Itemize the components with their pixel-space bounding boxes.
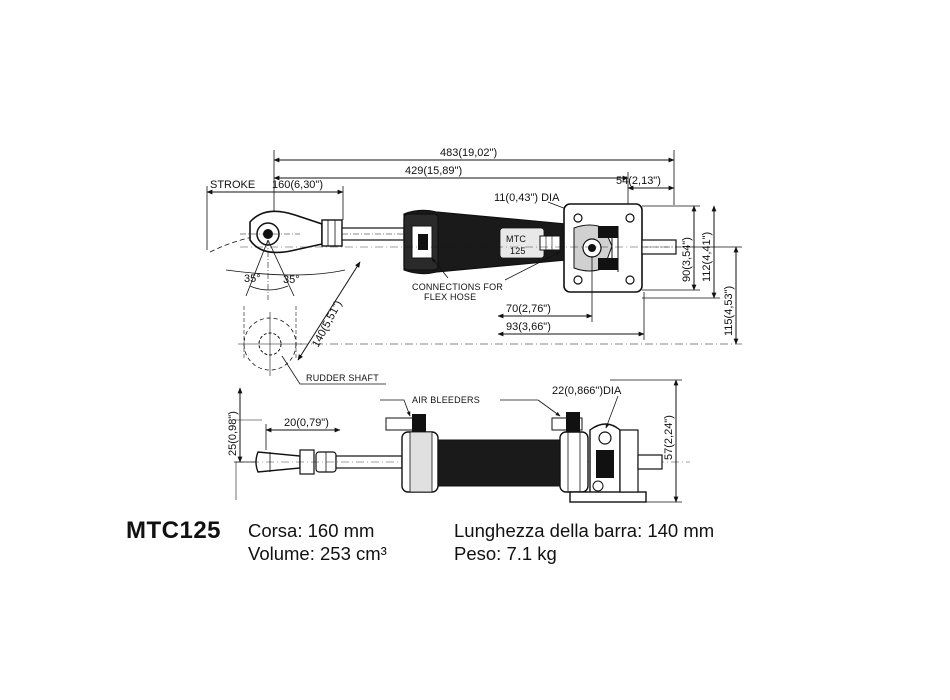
tiller-eye — [240, 210, 323, 254]
dim-70: 70(2,76") — [497, 256, 593, 322]
dim-93-text: 93(3,66") — [506, 321, 551, 333]
connections-label-2: FLEX HOSE — [424, 292, 476, 302]
cylinder-side — [385, 412, 589, 493]
stroke-label: STROKE — [210, 179, 255, 191]
dim-90-text: 90(3,54") — [681, 237, 693, 282]
spec-corsa: Corsa: 160 mm — [248, 520, 375, 541]
dim-93: 93(3,66") — [497, 292, 645, 340]
dim-57: 57(2,24") — [610, 379, 682, 503]
dim-25: 25(0,98") — [227, 387, 262, 463]
dim-length2: 429(15,89") — [273, 165, 629, 215]
connections-callout: CONNECTIONS FOR FLEX HOSE — [412, 251, 561, 302]
dim-115-text: 115(4,53") — [723, 286, 735, 336]
spec-peso: Peso: 7.1 kg — [454, 543, 557, 564]
dim-dia-large-text: 22(0,866")DIA — [552, 385, 622, 397]
dim-70-text: 70(2,76") — [506, 303, 551, 315]
model-title: MTC125 — [126, 517, 222, 544]
rudder-shaft-circle — [238, 306, 302, 376]
air-bleeders-label: AIR BLEEDERS — [412, 395, 480, 405]
dim-112: 112(4,41") — [642, 205, 720, 299]
dim-right-end-text: 54(2,13") — [616, 175, 661, 187]
dim-length2-text: 429(15,89") — [405, 165, 462, 177]
model-mark-2: 125 — [510, 246, 526, 256]
dim-dia-large: 22(0,866")DIA — [552, 385, 622, 429]
model-mark-1: MTC — [506, 234, 526, 244]
side-view: 25(0,98") 20(0,79") — [227, 379, 690, 503]
dim-115: 115(4,53") — [300, 246, 742, 345]
angle-a: 35° — [244, 273, 261, 285]
dim-20: 20(0,79") — [265, 417, 341, 450]
rudder-shaft-label: RUDDER SHAFT — [306, 373, 379, 383]
dim-stroke: STROKE 160(6,30") — [206, 179, 344, 250]
dim-overall: 483(19,02") — [273, 147, 675, 235]
dim-140-text: 140(5,51") — [310, 299, 345, 350]
dim-overall-text: 483(19,02") — [440, 147, 497, 159]
dim-25-text: 25(0,98") — [227, 411, 239, 456]
spec-lunghezza: Lunghezza della barra: 140 mm — [454, 520, 715, 541]
angle-guides: 35° 35° — [244, 239, 300, 300]
dim-140: 140(5,51") — [297, 261, 361, 361]
air-bleeders-callout: AIR BLEEDERS — [380, 395, 561, 417]
dim-right-end: 54(2,13") — [616, 175, 675, 191]
dim-dia-small-text: 11(0,43") DIA — [494, 192, 560, 204]
stroke-value: 160(6,30") — [272, 179, 323, 191]
mount-bracket-top — [563, 203, 643, 293]
spec-volume: Volume: 253 cm³ — [248, 543, 387, 564]
dim-90: 90(3,54") — [642, 205, 700, 291]
dim-dia-small: 11(0,43") DIA — [494, 192, 575, 213]
connections-label-1: CONNECTIONS FOR — [412, 282, 503, 292]
mount-bracket-side — [569, 423, 647, 503]
dim-112-text: 112(4,41") — [701, 232, 713, 282]
angle-b: 35° — [283, 274, 300, 286]
top-view: 483(19,02") 429(15,89") STROKE 160(6,30"… — [206, 147, 742, 385]
dim-57-text: 57(2,24") — [663, 415, 675, 460]
dim-20-text: 20(0,79") — [284, 417, 329, 429]
rudder-shaft-callout: RUDDER SHAFT — [281, 355, 386, 385]
cylinder-top: MTC 125 — [403, 209, 567, 275]
